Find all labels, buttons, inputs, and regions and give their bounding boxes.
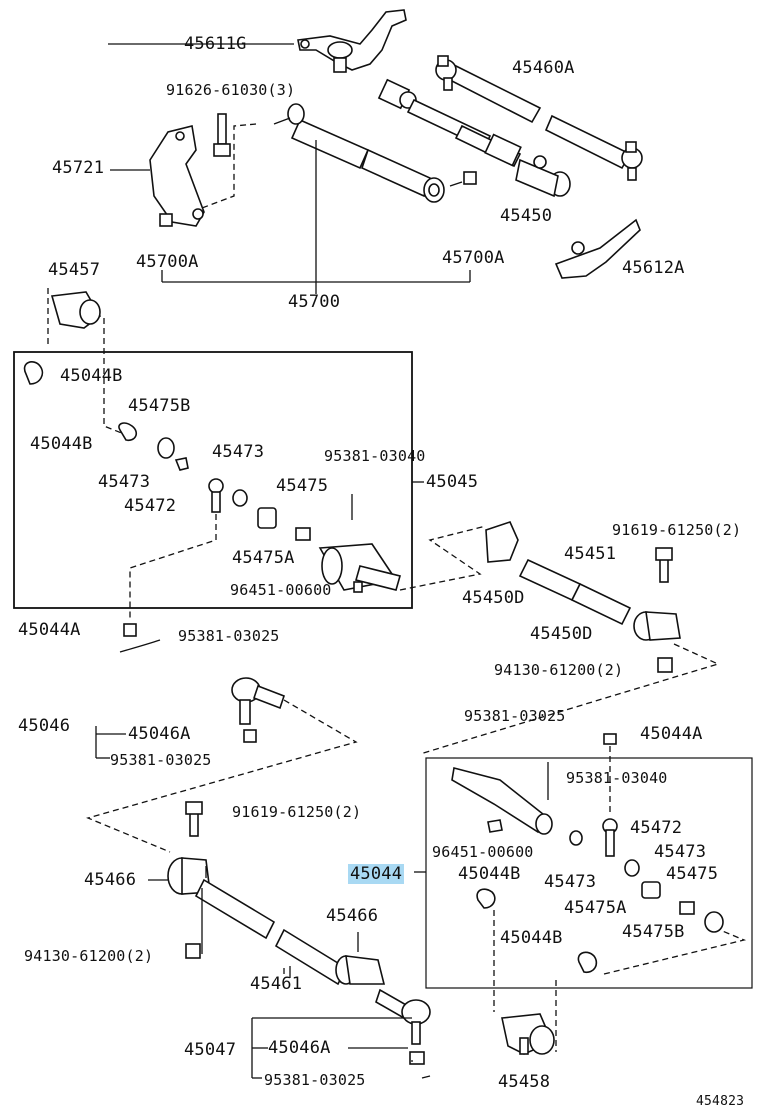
label-45046a-2: 45046A — [268, 1038, 331, 1058]
tube-45044 — [451, 767, 553, 835]
label-96451-00600-2: 96451-00600 — [432, 843, 534, 861]
label-45047: 45047 — [184, 1040, 237, 1060]
label-95381-03040-2: 95381-03040 — [566, 769, 668, 787]
label-45475b-1: 45475B — [128, 396, 191, 416]
label-95381-03040-1: 95381-03040 — [324, 447, 426, 465]
label-45451: 45451 — [564, 544, 617, 564]
tie-rod-end-45047 — [375, 988, 431, 1065]
drag-link-45450 — [377, 78, 571, 198]
label-95381-03025-2: 95381-03025 — [464, 707, 566, 725]
label-45044a-2: 45044A — [640, 724, 703, 744]
label-45473-4: 45473 — [544, 872, 597, 892]
label-45044-highlighted[interactable]: 45044 — [348, 864, 405, 884]
label-94130-61200-2: 94130-61200(2) — [24, 947, 154, 965]
label-45466-1: 45466 — [84, 870, 137, 890]
joint-45458 — [501, 1013, 555, 1055]
label-45045: 45045 — [426, 472, 479, 492]
box-45044 — [425, 757, 753, 989]
diagram-reference-number: 454823 — [696, 1094, 745, 1109]
label-45721: 45721 — [52, 158, 105, 178]
label-45611g: 45611G — [184, 34, 247, 54]
label-45700: 45700 — [288, 292, 341, 312]
tie-rod-end-45046 — [231, 677, 286, 743]
label-45472-2: 45472 — [630, 818, 683, 838]
tie-rod-45460a — [435, 55, 643, 181]
label-45700a-right: 45700A — [442, 248, 505, 268]
bolts-91626 — [159, 113, 477, 227]
steering-damper-45700 — [273, 103, 463, 203]
tube-45451 — [518, 558, 632, 626]
label-45700a-left: 45700A — [136, 252, 199, 272]
label-45473-1: 45473 — [212, 442, 265, 462]
label-91626-61030: 91626-61030(3) — [166, 81, 296, 99]
label-45450d-2: 45450D — [530, 624, 593, 644]
label-45612a: 45612A — [622, 258, 685, 278]
label-45475a-1: 45475A — [232, 548, 295, 568]
joint-45457 — [50, 291, 102, 329]
damper-bracket-45721 — [149, 125, 205, 227]
label-45450-top: 45450 — [500, 206, 553, 226]
label-95381-03025-3: 95381-03025 — [110, 751, 212, 769]
label-45473-2: 45473 — [98, 472, 151, 492]
label-45475-2: 45475 — [666, 864, 719, 884]
label-91619-61250-1: 91619-61250(2) — [612, 521, 742, 539]
label-45450d-1: 45450D — [462, 588, 525, 608]
label-95381-03025-4: 95381-03025 — [264, 1071, 366, 1089]
label-45044b-2: 45044B — [30, 434, 93, 454]
sleeve-45450d-right — [633, 611, 681, 641]
label-45046a-1: 45046A — [128, 724, 191, 744]
label-45466-2: 45466 — [326, 906, 379, 926]
label-91619-61250-2: 91619-61250(2) — [232, 803, 362, 821]
pitman-arm-45611g — [297, 9, 407, 73]
sleeve-45466-right — [335, 955, 386, 985]
label-45475b-2: 45475B — [622, 922, 685, 942]
label-45044b-4: 45044B — [500, 928, 563, 948]
label-96451-00600-1: 96451-00600 — [230, 581, 332, 599]
label-45475-1: 45475 — [276, 476, 329, 496]
sleeve-45466-left — [167, 857, 211, 895]
label-94130-61200-1: 94130-61200(2) — [494, 661, 624, 679]
label-45458: 45458 — [498, 1072, 551, 1092]
label-45046: 45046 — [18, 716, 71, 736]
label-45461: 45461 — [250, 974, 303, 994]
label-45460a: 45460A — [512, 58, 575, 78]
idler-arm-45612a — [554, 218, 641, 279]
label-95381-03025-1: 95381-03025 — [178, 627, 280, 645]
label-45457: 45457 — [48, 260, 101, 280]
sleeve-45450d-left — [485, 521, 519, 563]
label-45472-1: 45472 — [124, 496, 177, 516]
label-45044b-3: 45044B — [458, 864, 521, 884]
label-45044b-1: 45044B — [60, 366, 123, 386]
box-45045 — [13, 351, 413, 609]
tube-45461 — [194, 878, 348, 986]
label-45044a-1: 45044A — [18, 620, 81, 640]
label-45473-3: 45473 — [654, 842, 707, 862]
label-45475a-2: 45475A — [564, 898, 627, 918]
